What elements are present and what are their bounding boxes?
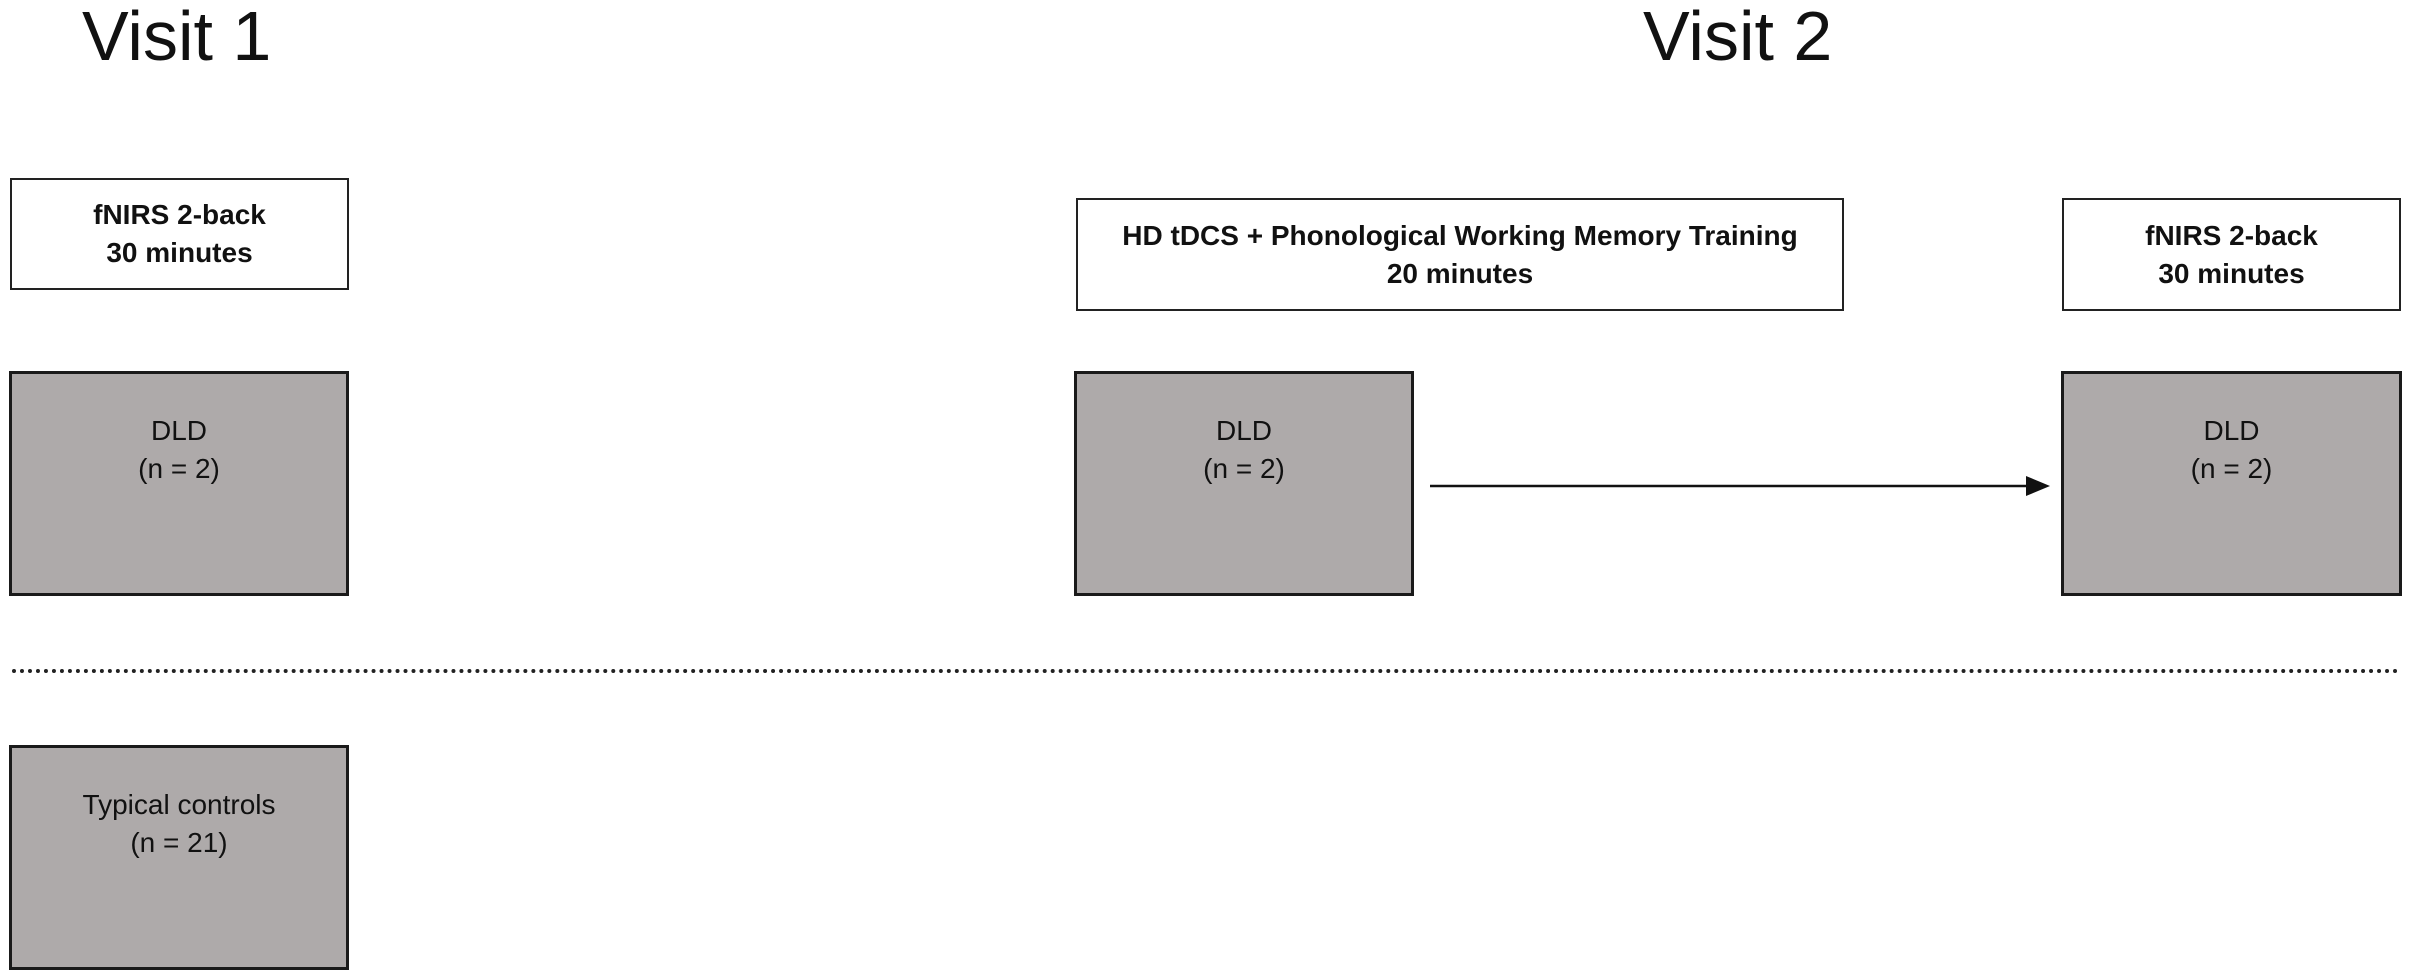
intervention-name: HD tDCS + Phonological Working Memory Tr… xyxy=(1122,219,1798,251)
visit-2-fnirs-task-box: fNIRS 2-back 30 minutes xyxy=(2062,198,2401,311)
group-name: DLD xyxy=(150,415,207,446)
group-name: DLD xyxy=(1215,415,1272,446)
group-count: (n = 21) xyxy=(130,827,228,858)
visit-2-heading: Visit 2 xyxy=(1643,0,1833,75)
group-name: DLD xyxy=(2203,415,2260,446)
task-duration: 30 minutes xyxy=(106,237,253,268)
visit-2-intervention-box: HD tDCS + Phonological Working Memory Tr… xyxy=(1076,198,1844,311)
group-name: Typical controls xyxy=(82,789,276,820)
visit-2-dld-pre-group-box: DLD (n = 2) xyxy=(1074,371,1414,596)
task-duration: 30 minutes xyxy=(2158,257,2305,289)
progression-arrow xyxy=(1430,476,2050,496)
arrow-head xyxy=(2026,476,2050,496)
group-count: (n = 2) xyxy=(1203,453,1285,484)
visit-2-dld-post-group-box: DLD (n = 2) xyxy=(2061,371,2402,596)
intervention-duration: 20 minutes xyxy=(1386,257,1534,289)
group-count: (n = 2) xyxy=(138,453,220,484)
group-divider-dotted-line xyxy=(12,669,2400,673)
task-name: fNIRS 2-back xyxy=(2145,219,2318,251)
visit-1-typical-controls-group-box: Typical controls (n = 21) xyxy=(9,745,349,970)
visit-1-heading: Visit 1 xyxy=(82,0,272,75)
visit-1-dld-group-box: DLD (n = 2) xyxy=(9,371,349,596)
group-count: (n = 2) xyxy=(2190,453,2273,484)
task-name: fNIRS 2-back xyxy=(93,199,266,230)
visit-1-fnirs-task-box: fNIRS 2-back 30 minutes xyxy=(10,178,349,290)
